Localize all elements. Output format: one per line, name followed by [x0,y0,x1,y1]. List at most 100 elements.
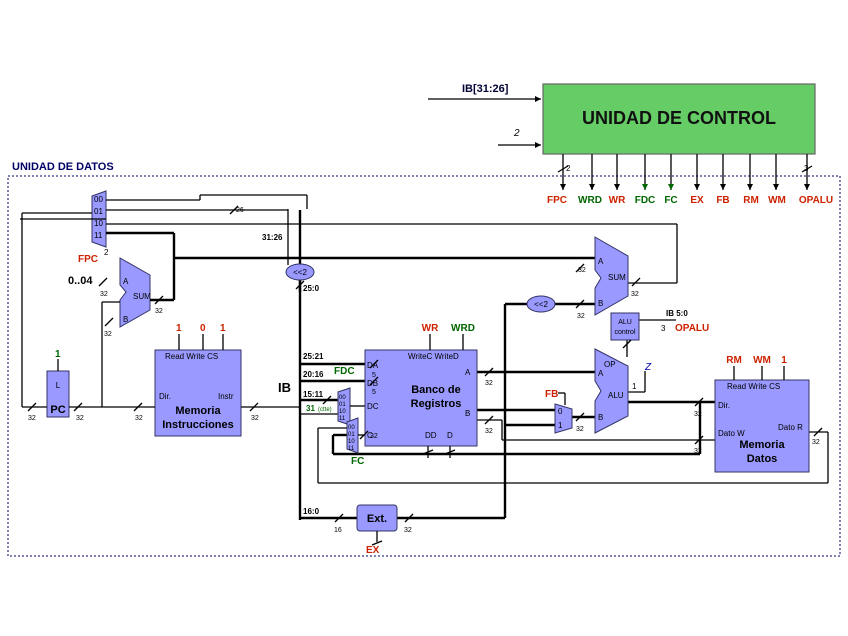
bus-wires [20,194,829,520]
regfile-port-c: C [367,431,373,440]
fb-in-0: 0 [558,407,563,416]
branch-adder-label: SUM [608,273,626,282]
control-out-wrd: WRD [578,195,602,206]
alu-control-width: 3 [661,324,666,333]
instruction-memory [154,349,242,437]
alu-control-input: IB 5:0 [666,309,688,318]
regfile-wrd-signal: WRD [451,323,475,334]
field-20-16: 20:16 [303,370,324,379]
svg-text:5: 5 [372,389,376,396]
svg-text:26: 26 [236,207,244,214]
alu-zero-flag: Z [644,362,652,373]
alu-control-opalu: OPALU [675,323,709,334]
data-unit-title: UNIDAD DE DATOS [12,161,114,173]
data-memory [714,379,810,473]
svg-text:32: 32 [370,433,378,440]
fdc-in-01: 01 [339,402,346,408]
data-mem-title-2: Datos [747,453,778,465]
alu-port-b: B [598,413,603,422]
fpc-mux-in-01: 01 [94,207,103,216]
alu-control-title-2: control [614,329,635,336]
fb-in-1: 1 [558,421,563,430]
data-mem-data-w: Dato W [718,429,745,438]
fc-label: FC [351,456,364,467]
fpc-bus-width: 2 [566,164,571,173]
regfile-ctrl: WriteC WriteD [408,352,459,361]
regfile-port-a: A [465,368,471,377]
data-mem-ctrl: Read Write CS [727,382,780,391]
data-unit-border [7,175,841,557]
alu-port-a: A [598,369,604,378]
svg-text:32: 32 [76,415,84,422]
fpc-mux-in-00: 00 [94,195,103,204]
fdc-in-10: 10 [339,409,346,415]
pc-label: PC [50,404,65,416]
control-out-fc: FC [664,195,677,206]
fc-in-11: 11 [348,446,355,452]
fdc-in-11: 11 [339,416,346,422]
bus-width-markers: 32 32 32 32 32 32 32 26 32 32 32 5 5 32 … [27,205,823,546]
control-out-wr: WR [609,195,626,206]
sign-extend-label: Ext. [367,513,387,525]
data-mem-cs-value: 1 [781,355,787,366]
svg-text:32: 32 [694,411,702,418]
instr-mem-cs-value: 1 [220,323,226,334]
control-out-rm: RM [743,195,759,206]
svg-text:32: 32 [485,380,493,387]
regfile-wr-signal: WR [422,323,439,334]
field-15-11: 15:11 [303,390,324,399]
svg-text:32: 32 [404,527,412,534]
shift-left-2-jump [285,263,315,281]
data-mem-rm: RM [726,355,742,366]
control-unit-title: UNIDAD DE CONTROL [582,108,776,128]
pc-adder-label: SUM [133,292,151,301]
fpc-mux-in-10: 10 [94,219,103,228]
svg-text:32: 32 [155,308,163,315]
fc-in-01: 01 [348,432,355,438]
fpc-mux-in-11: 11 [94,231,103,240]
instr-mem-title-1: Memoria [175,405,221,417]
data-mem-title-1: Memoria [739,439,785,451]
data-mem-wm: WM [753,355,771,366]
fdc-label: FDC [334,366,355,377]
field-25-0: 25:0 [303,284,320,293]
fdc-in-00: 00 [339,395,346,401]
instr-mem-out: Instr [218,392,234,401]
branch-adder-b: B [598,299,603,308]
sign-extend-ex: EX [366,545,380,556]
field-31-26: 31:26 [262,233,283,242]
shift-left-2-branch-label: <<2 [534,300,548,309]
field-25-21: 25:21 [303,352,324,361]
alu-out-label: 1 [632,382,637,391]
control-out-opalu: OPALU [799,195,833,206]
control-unit-box [542,83,816,155]
alu-control-title-1: ALU [618,319,632,326]
svg-text:32: 32 [578,267,586,274]
shift-left-2-jump-label: <<2 [293,268,307,277]
svg-text:32: 32 [485,428,493,435]
fc-in-10: 10 [348,439,355,445]
svg-text:32: 32 [100,291,108,298]
control-out-fdc: FDC [635,195,656,206]
svg-text:5: 5 [372,372,376,379]
fb-label: FB [545,389,558,400]
branch-adder-a: A [598,257,604,266]
instr-mem-write-value: 0 [200,323,206,334]
instr-mem-addr: Dir. [159,392,171,401]
regfile-port-dc: DC [367,402,379,411]
pc-increment-const: 0..04 [68,275,93,287]
svg-text:32: 32 [576,426,584,433]
branch-adder [594,236,629,316]
svg-text:32: 32 [577,313,585,320]
fpc-mux-label: FPC [78,254,98,265]
svg-text:32: 32 [135,415,143,422]
alu-label: ALU [608,391,624,400]
alu-op-port: OP [604,360,616,369]
svg-text:32: 32 [631,291,639,298]
pc-load-value: 1 [55,349,61,360]
alu-control-box [610,312,640,341]
control-output-lines [557,154,813,190]
ib-opcode-label: IB[31:26] [462,83,509,95]
opalu-bus-width: 3 [804,164,809,173]
